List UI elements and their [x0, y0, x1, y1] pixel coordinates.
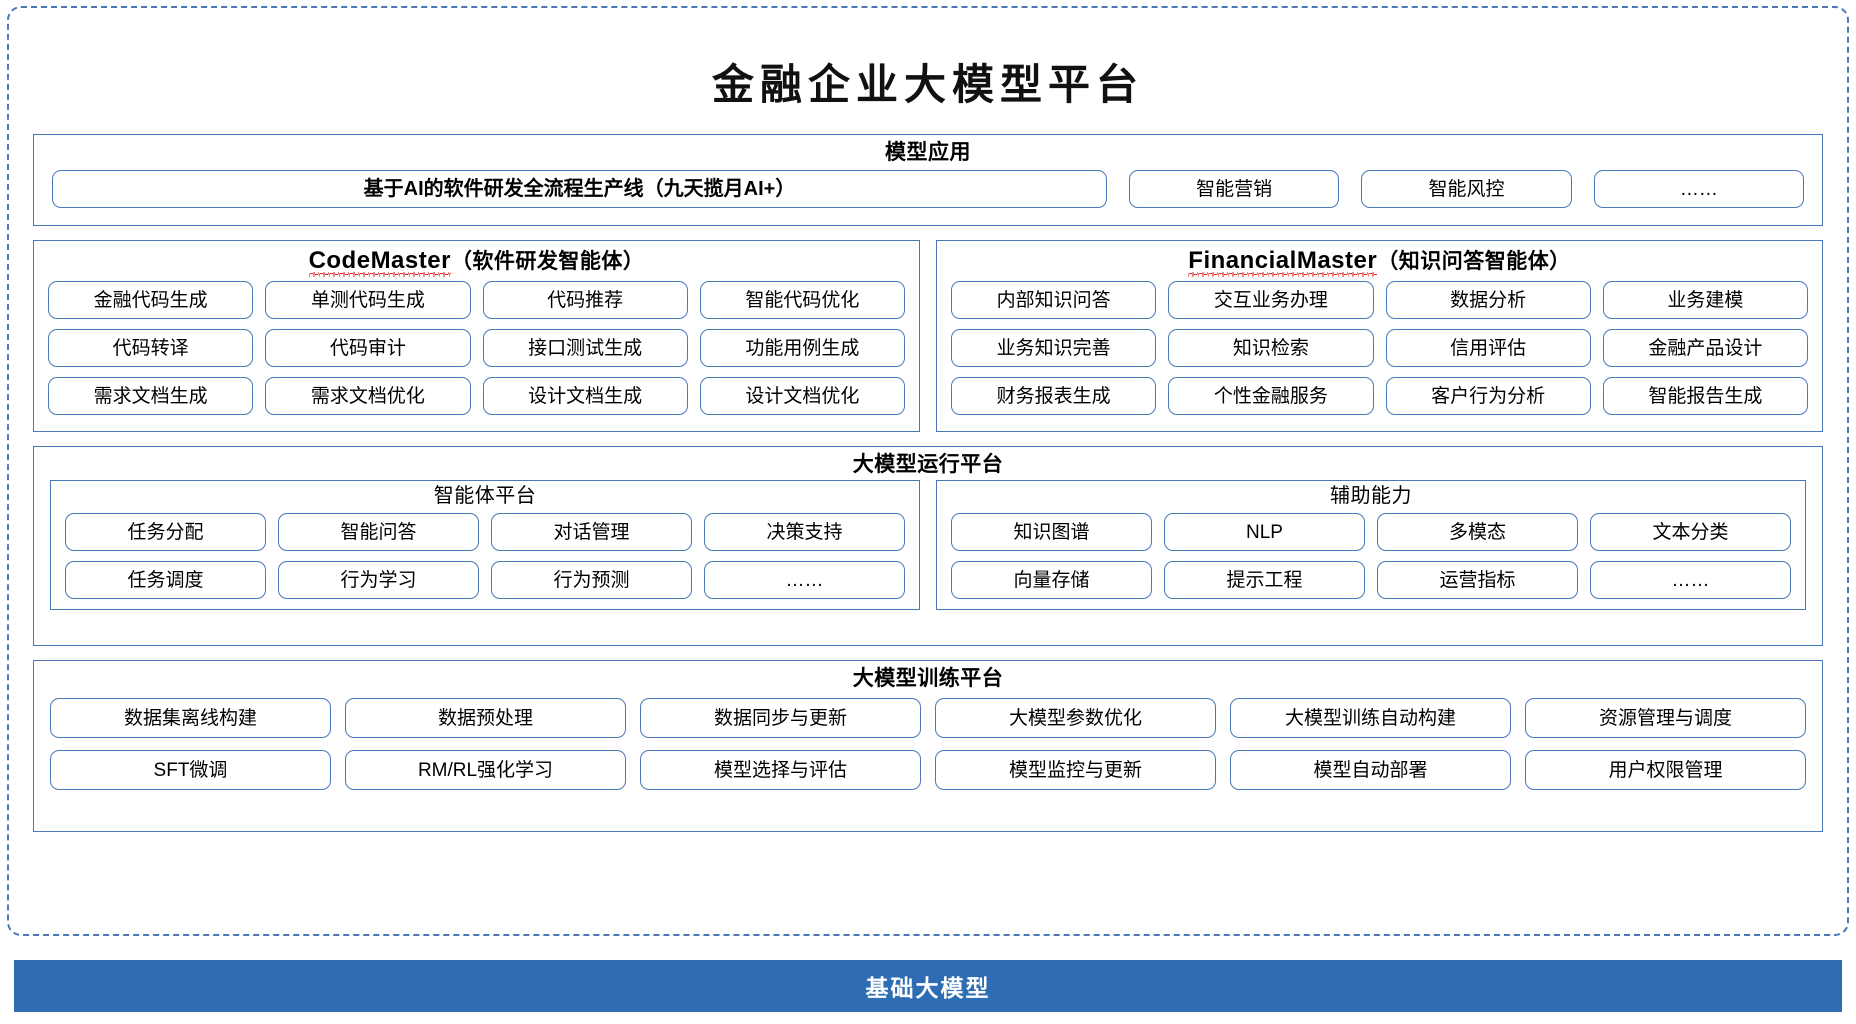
auxiliary-item-7[interactable]: ……: [1590, 561, 1791, 600]
training-item-6[interactable]: SFT微调: [50, 750, 331, 791]
section-title-model-application: 模型应用: [885, 141, 971, 165]
training-item-11[interactable]: 用户权限管理: [1525, 750, 1806, 791]
subpanel-agent-platform: 智能体平台 任务分配 智能问答 对话管理 决策支持 任务调度 行为学习 行为预测…: [50, 480, 920, 611]
financialmaster-latin-name: FinancialMaster: [1188, 247, 1378, 278]
financialmaster-item-5[interactable]: 知识检索: [1168, 329, 1374, 368]
base-model-label: 基础大模型: [865, 975, 991, 1001]
app-item-production-line[interactable]: 基于AI的软件研发全流程生产线（九天揽月AI+）: [52, 170, 1107, 209]
training-item-2[interactable]: 数据同步与更新: [640, 698, 921, 739]
platform-outer-frame: 金融企业大模型平台 模型应用 基于AI的软件研发全流程生产线（九天揽月AI+） …: [7, 6, 1849, 936]
training-item-1[interactable]: 数据预处理: [345, 698, 626, 739]
codemaster-items: 金融代码生成 单测代码生成 代码推荐 智能代码优化 代码转译 代码审计 接口测试…: [34, 277, 919, 425]
section-codemaster: CodeMaster（软件研发智能体） 金融代码生成 单测代码生成 代码推荐 智…: [33, 240, 920, 433]
financialmaster-item-7[interactable]: 金融产品设计: [1602, 329, 1808, 368]
agent-platform-item-7[interactable]: ……: [704, 561, 905, 600]
agent-platform-item-4[interactable]: 任务调度: [65, 561, 266, 600]
auxiliary-item-4[interactable]: 向量存储: [951, 561, 1152, 600]
codemaster-item-9[interactable]: 需求文档优化: [265, 377, 471, 416]
training-item-7[interactable]: RM/RL强化学习: [345, 750, 626, 791]
financialmaster-item-2[interactable]: 数据分析: [1385, 281, 1591, 320]
section-title-runtime-platform: 大模型运行平台: [852, 453, 1004, 477]
financialmaster-item-6[interactable]: 信用评估: [1385, 329, 1591, 368]
section-title-financialmaster: FinancialMaster（知识问答智能体）: [937, 241, 1822, 278]
section-title-training-platform: 大模型训练平台: [852, 667, 1004, 691]
agent-platform-items: 任务分配 智能问答 对话管理 决策支持 任务调度 行为学习 行为预测 ……: [51, 509, 919, 609]
codemaster-item-3[interactable]: 智能代码优化: [699, 281, 905, 320]
auxiliary-item-3[interactable]: 文本分类: [1590, 513, 1791, 552]
auxiliary-item-0[interactable]: 知识图谱: [951, 513, 1152, 552]
financialmaster-item-4[interactable]: 业务知识完善: [951, 329, 1157, 368]
financialmaster-item-9[interactable]: 个性金融服务: [1168, 377, 1374, 416]
app-item-smart-marketing[interactable]: 智能营销: [1129, 170, 1340, 209]
section-training-platform: 大模型训练平台 数据集离线构建 数据预处理 数据同步与更新 大模型参数优化 大模…: [33, 660, 1823, 833]
agent-platform-item-3[interactable]: 决策支持: [704, 513, 905, 552]
section-financialmaster: FinancialMaster（知识问答智能体） 内部知识问答 交互业务办理 数…: [936, 240, 1823, 433]
section-title-codemaster: CodeMaster（软件研发智能体）: [34, 241, 919, 278]
agent-platform-item-0[interactable]: 任务分配: [65, 513, 266, 552]
auxiliary-item-6[interactable]: 运营指标: [1377, 561, 1578, 600]
model-application-items: 基于AI的软件研发全流程生产线（九天揽月AI+） 智能营销 智能风控 ……: [34, 170, 1822, 209]
auxiliary-item-2[interactable]: 多模态: [1377, 513, 1578, 552]
codemaster-item-5[interactable]: 代码审计: [265, 329, 471, 368]
financialmaster-item-10[interactable]: 客户行为分析: [1385, 377, 1591, 416]
section-runtime-platform: 大模型运行平台 智能体平台 任务分配 智能问答 对话管理 决策支持 任务调度 行…: [33, 446, 1823, 647]
financialmaster-item-0[interactable]: 内部知识问答: [951, 281, 1157, 320]
training-item-3[interactable]: 大模型参数优化: [935, 698, 1216, 739]
auxiliary-item-5[interactable]: 提示工程: [1164, 561, 1365, 600]
training-item-5[interactable]: 资源管理与调度: [1525, 698, 1806, 739]
codemaster-latin-name: CodeMaster: [308, 247, 452, 278]
codemaster-item-10[interactable]: 设计文档生成: [482, 377, 688, 416]
training-item-10[interactable]: 模型自动部署: [1230, 750, 1511, 791]
codemaster-item-8[interactable]: 需求文档生成: [48, 377, 254, 416]
financialmaster-cn-name: （知识问答智能体）: [1377, 250, 1571, 274]
app-item-more[interactable]: ……: [1593, 170, 1804, 209]
page-title: 金融企业大模型平台: [711, 60, 1144, 110]
codemaster-item-11[interactable]: 设计文档优化: [699, 377, 905, 416]
auxiliary-item-1[interactable]: NLP: [1164, 513, 1365, 552]
codemaster-item-0[interactable]: 金融代码生成: [48, 281, 254, 320]
runtime-subpanels: 智能体平台 任务分配 智能问答 对话管理 决策支持 任务调度 行为学习 行为预测…: [34, 480, 1822, 620]
auxiliary-capability-items: 知识图谱 NLP 多模态 文本分类 向量存储 提示工程 运营指标 ……: [937, 509, 1805, 609]
section-model-application: 模型应用 基于AI的软件研发全流程生产线（九天揽月AI+） 智能营销 智能风控 …: [33, 134, 1823, 227]
subpanel-title-agent-platform: 智能体平台: [433, 485, 537, 508]
agent-platform-item-2[interactable]: 对话管理: [491, 513, 692, 552]
codemaster-item-1[interactable]: 单测代码生成: [265, 281, 471, 320]
financialmaster-items: 内部知识问答 交互业务办理 数据分析 业务建模 业务知识完善 知识检索 信用评估…: [937, 277, 1822, 425]
codemaster-item-2[interactable]: 代码推荐: [482, 281, 688, 320]
training-platform-items: 数据集离线构建 数据预处理 数据同步与更新 大模型参数优化 大模型训练自动构建 …: [34, 694, 1822, 802]
agent-platform-item-1[interactable]: 智能问答: [278, 513, 479, 552]
financialmaster-item-8[interactable]: 财务报表生成: [951, 377, 1157, 416]
codemaster-item-4[interactable]: 代码转译: [48, 329, 254, 368]
training-item-9[interactable]: 模型监控与更新: [935, 750, 1216, 791]
financialmaster-item-11[interactable]: 智能报告生成: [1602, 377, 1808, 416]
subpanel-title-auxiliary-capability: 辅助能力: [1330, 485, 1412, 508]
codemaster-item-6[interactable]: 接口测试生成: [482, 329, 688, 368]
agent-platform-item-5[interactable]: 行为学习: [278, 561, 479, 600]
training-item-0[interactable]: 数据集离线构建: [50, 698, 331, 739]
subpanel-auxiliary-capability: 辅助能力 知识图谱 NLP 多模态 文本分类 向量存储 提示工程 运营指标 ……: [936, 480, 1806, 611]
codemaster-item-7[interactable]: 功能用例生成: [699, 329, 905, 368]
agent-platform-item-6[interactable]: 行为预测: [491, 561, 692, 600]
training-item-4[interactable]: 大模型训练自动构建: [1230, 698, 1511, 739]
agents-row: CodeMaster（软件研发智能体） 金融代码生成 单测代码生成 代码推荐 智…: [33, 240, 1823, 433]
financialmaster-item-3[interactable]: 业务建模: [1602, 281, 1808, 320]
base-model-bar: 基础大模型: [14, 960, 1842, 1012]
codemaster-cn-name: （软件研发智能体）: [450, 250, 645, 274]
app-item-smart-risk-control[interactable]: 智能风控: [1361, 170, 1572, 209]
training-item-8[interactable]: 模型选择与评估: [640, 750, 921, 791]
financialmaster-item-1[interactable]: 交互业务办理: [1168, 281, 1374, 320]
